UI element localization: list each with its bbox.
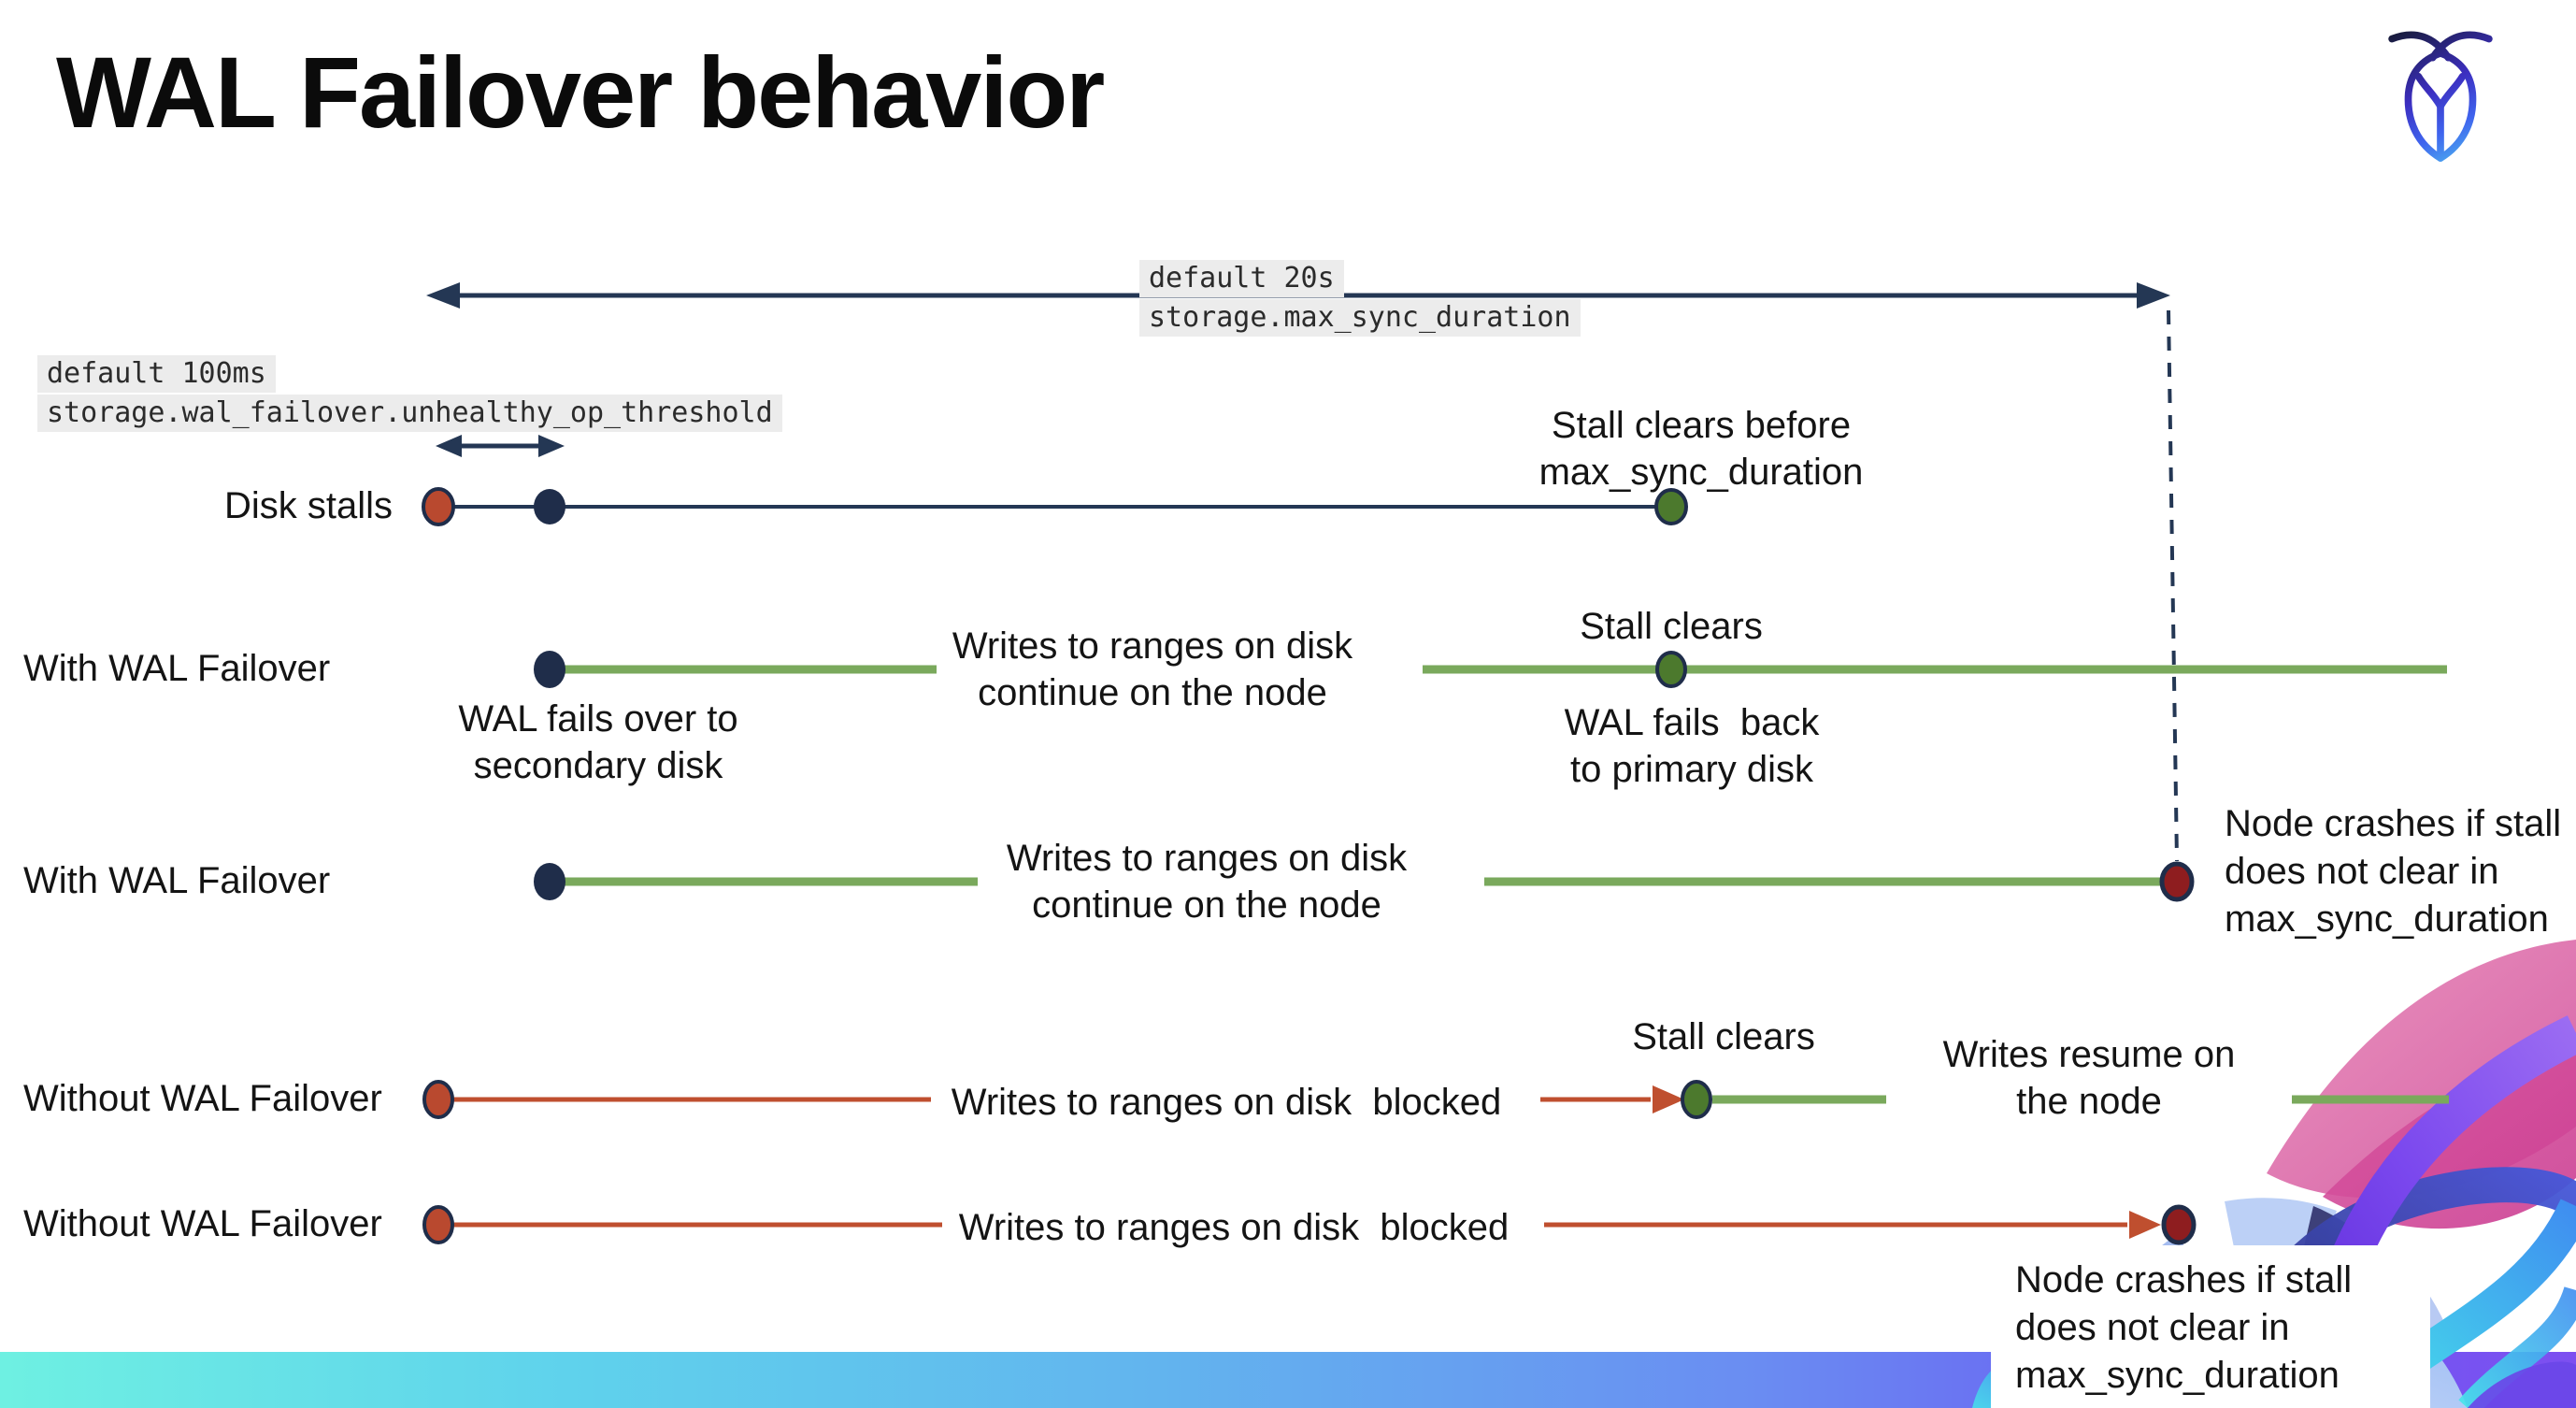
stall-deadline-dashed-line [2167,309,2179,862]
stall-clear-dot [1655,651,1687,688]
row-label-disk-stalls: Disk stalls [223,485,393,526]
node-crash-dot [2159,861,2195,902]
annotation-writes-blocked-2: Writes to ranges on disk blocked [958,1207,1510,1248]
disk-stall-dot [422,487,455,526]
annotation-stall-clears-2: Stall clears [1632,1016,1815,1057]
annotation-writes-resume: Writes resume on the node [1942,1034,2236,1122]
annotation-node-crashes-1: Node crashes if stall does not clear in … [2225,803,2562,940]
failover-dot [534,651,565,688]
annotation-writes-continue-1: Writes to ranges on disk continue on the… [952,625,1353,713]
annotation-wal-fails-over: WAL fails over to secondary disk [458,698,738,786]
disk-stall-dot [422,1205,454,1244]
stall-clear-dot [1681,1080,1712,1119]
cockroachdb-logo-icon [2388,31,2493,162]
annotation-stall-clears-1: Stall clears [1580,606,1763,647]
annotation-node-crashes-2: Node crashes if stall does not clear in … [2015,1259,2353,1396]
failover-threshold-dot [534,489,565,524]
annotation-writes-blocked-1: Writes to ranges on disk blocked [951,1082,1502,1123]
threshold-setting-label: storage.wal_failover.unhealthy_op_thresh… [37,395,782,432]
annotation-writes-continue-2: Writes to ranges on disk continue on the… [1006,838,1408,926]
node-crash-callout: Node crashes if stall does not clear in … [1991,1245,2430,1408]
row-label-with-failover-1: With WAL Failover [23,648,331,689]
row-label-without-failover-2: Without WAL Failover [23,1203,382,1244]
row-label-with-failover-2: With WAL Failover [23,860,331,901]
disk-stall-dot [422,1080,454,1119]
timeline-row-with-failover-1 [534,651,2447,688]
timeline-row-disk-stalls [422,487,1688,526]
threshold-default-label: default 100ms [37,355,276,393]
row-label-without-failover-1: Without WAL Failover [23,1078,382,1119]
annotation-wal-fails-back: WAL fails back to primary disk [1564,702,1820,790]
annotation-stall-clears-before: Stall clears before max_sync_duration [1538,405,1864,493]
failover-dot [534,863,565,900]
unhealthy-op-threshold-arrow [436,435,565,457]
max-sync-setting-label: storage.max_sync_duration [1139,299,1581,337]
max-sync-default-label: default 20s [1139,260,1344,297]
page-title: WAL Failover behavior [56,36,1105,149]
